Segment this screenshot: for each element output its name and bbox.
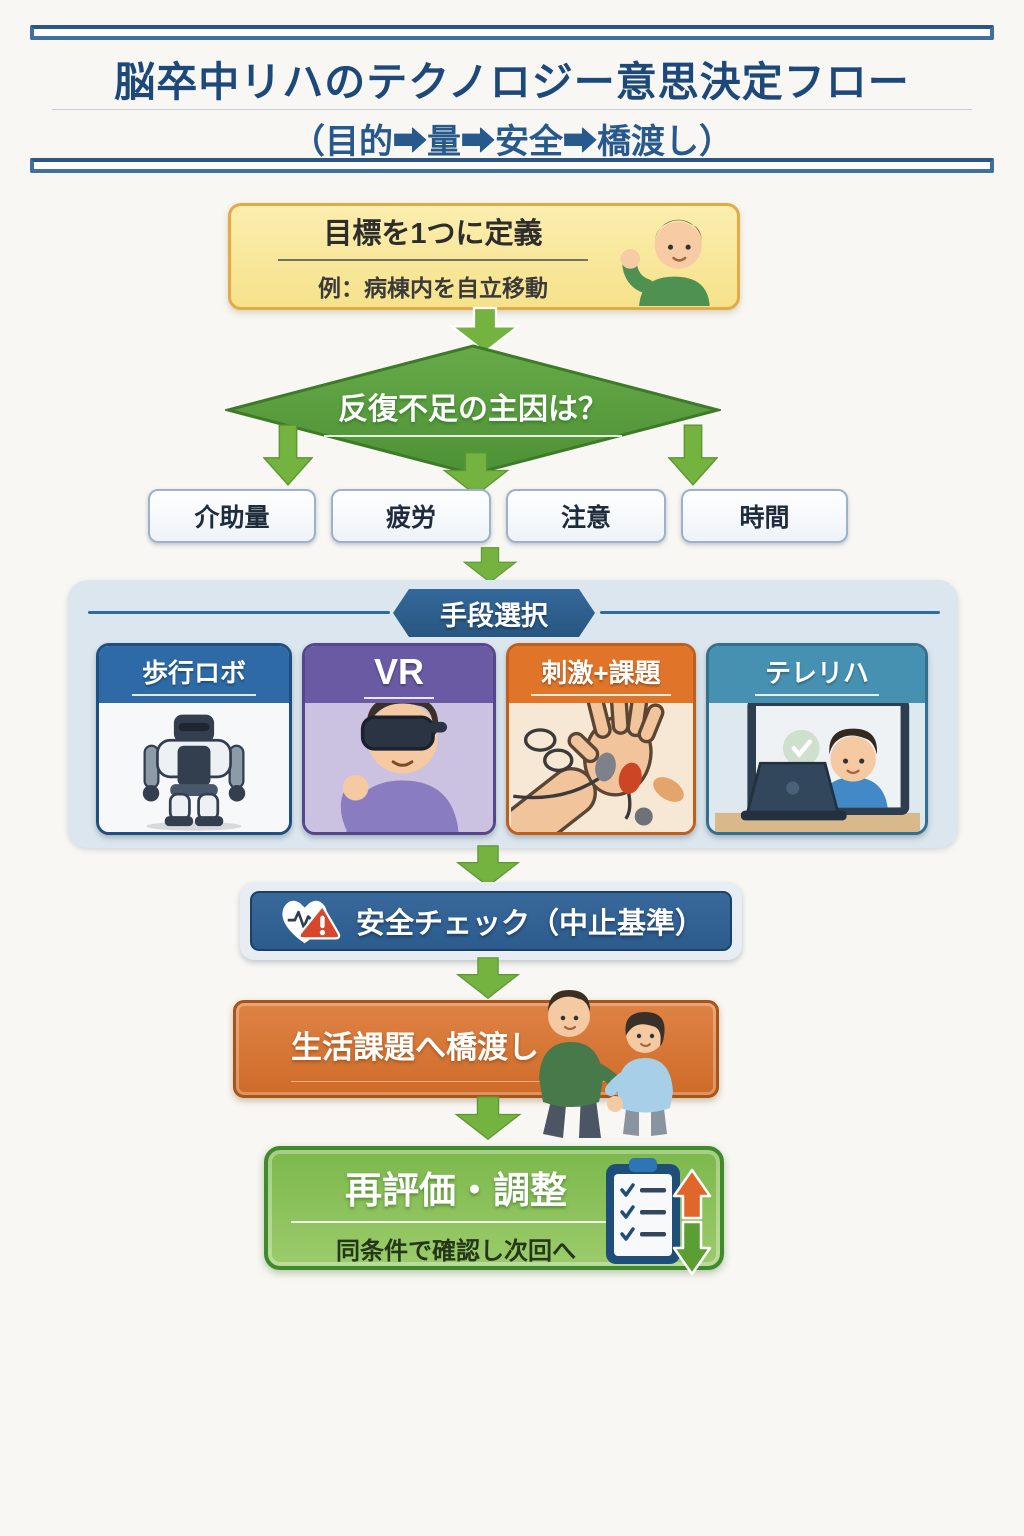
factor-box-time: 時間 [681, 489, 848, 543]
title-underline [52, 109, 972, 110]
branch-arrow-right-icon [668, 424, 718, 486]
card-label: VR [363, 651, 434, 699]
heart-ecg-alert-icon [282, 900, 341, 944]
option-card-telerehab: テレリハ [706, 643, 928, 835]
card-illustration [509, 703, 693, 832]
card-illustration [305, 703, 493, 832]
goal-title: 目標を1つに定義 [323, 218, 543, 250]
card-illustration [99, 703, 289, 832]
card-header: VR [305, 646, 493, 703]
vr-headset-user-icon [340, 703, 459, 832]
header-top-rule [30, 25, 994, 40]
result-text: 再評価・調整 同条件で確認し次回へ [286, 1160, 626, 1266]
goal-text: 目標を1つに定義 例：病棟内を自立移動 [231, 210, 611, 303]
result-box: 再評価・調整 同条件で確認し次回へ [264, 1146, 724, 1276]
factor-box-attention: 注意 [506, 489, 666, 543]
safety-label: 安全チェック（中止基準） [355, 908, 704, 940]
option-card-vr: VR [302, 643, 496, 835]
bridge-label: 生活課題へ橋渡し [291, 1016, 663, 1082]
factor-box-fatigue: 疲労 [331, 489, 491, 543]
header-bottom-rule [30, 158, 994, 173]
safety-bar: 安全チェック（中止基準） [250, 891, 732, 951]
card-header: 刺激+課題 [509, 646, 693, 703]
clipboard-up-down-arrows-icon [606, 1158, 712, 1276]
factor-label: 時間 [739, 504, 790, 532]
option-card-stimulation-task: 刺激+課題 [506, 643, 696, 835]
flow-arrow-down-icon [452, 845, 524, 887]
selection-badge: 手段選択 [393, 589, 595, 637]
factor-label: 疲労 [385, 504, 436, 532]
walking-robot-icon [142, 714, 246, 832]
flow-arrow-down-icon [458, 547, 522, 583]
page-title: 脳卒中リハのテクノロジー意思決定フロー [114, 59, 910, 105]
result-note: 同条件で確認し次回へ [336, 1238, 576, 1265]
selection-badge-label: 手段選択 [440, 600, 548, 631]
cheering-person-icon [620, 219, 710, 306]
card-header: 歩行ロボ [99, 646, 289, 703]
factor-box-assistance: 介助量 [148, 489, 316, 543]
factor-label: 介助量 [194, 504, 270, 532]
telerehab-video-call-icon [714, 703, 920, 832]
card-header: テレリハ [709, 646, 925, 703]
result-title: 再評価・調整 [345, 1170, 567, 1211]
page-subtitle: （目的➡量➡安全➡橋渡し） [291, 123, 733, 161]
goal-divider [278, 259, 588, 261]
electrode-hand-icon [511, 703, 684, 832]
option-card-walking-robot: 歩行ロボ [96, 643, 292, 835]
decision-question: 反復不足の主因は？ [324, 384, 622, 437]
card-illustration [709, 703, 925, 832]
factor-label: 注意 [560, 504, 611, 532]
card-label: 歩行ロボ [131, 653, 256, 696]
goal-box: 目標を1つに定義 例：病棟内を自立移動 [228, 203, 740, 310]
two-people-walking-icon [539, 990, 673, 1138]
badge-line-left [88, 611, 390, 614]
card-label: 刺激+課題 [531, 653, 671, 696]
branch-arrow-left-icon [263, 424, 313, 486]
goal-example: 例：病棟内を自立移動 [318, 275, 548, 301]
result-divider [291, 1221, 621, 1223]
card-label: テレリハ [754, 653, 879, 696]
badge-line-right [600, 611, 940, 614]
